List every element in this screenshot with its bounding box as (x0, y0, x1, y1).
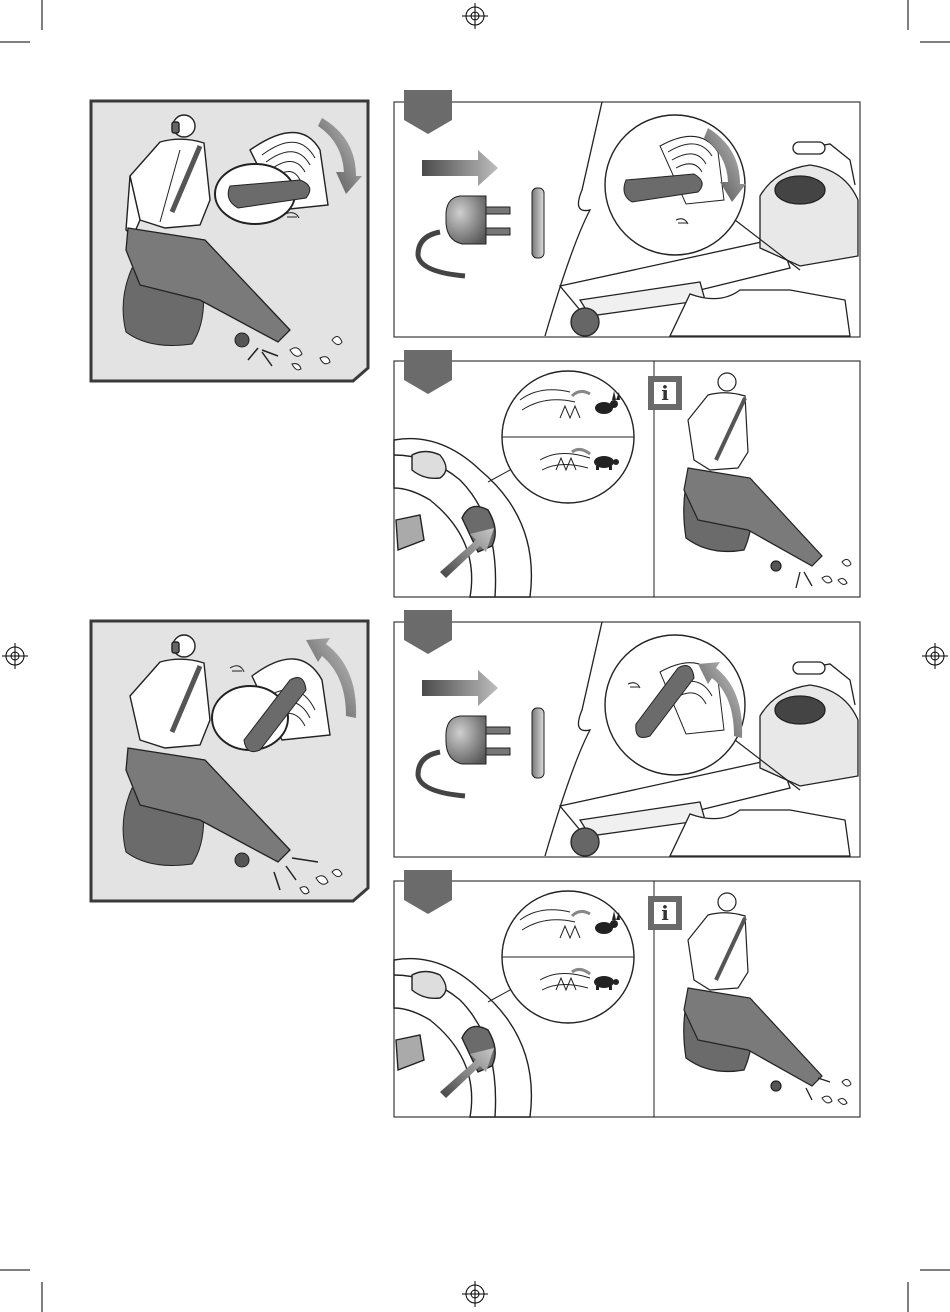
overview-panel-blow (91, 101, 368, 381)
step1-panel-blow (394, 90, 860, 337)
registration-mark-top (462, 3, 488, 29)
step1-panel-vacuum (394, 610, 860, 857)
step2-panel-blow (394, 350, 860, 597)
info-label: i (654, 902, 676, 924)
info-label: i (654, 382, 676, 404)
registration-mark-right (922, 643, 948, 669)
info-icon: i (648, 376, 682, 410)
registration-mark-bottom (462, 1281, 488, 1307)
step2-panel-vacuum (394, 870, 860, 1117)
registration-mark-left (2, 643, 28, 669)
socket-icon (532, 708, 544, 778)
info-icon: i (648, 896, 682, 930)
socket-icon (532, 188, 544, 258)
overview-panel-vacuum (91, 621, 368, 901)
